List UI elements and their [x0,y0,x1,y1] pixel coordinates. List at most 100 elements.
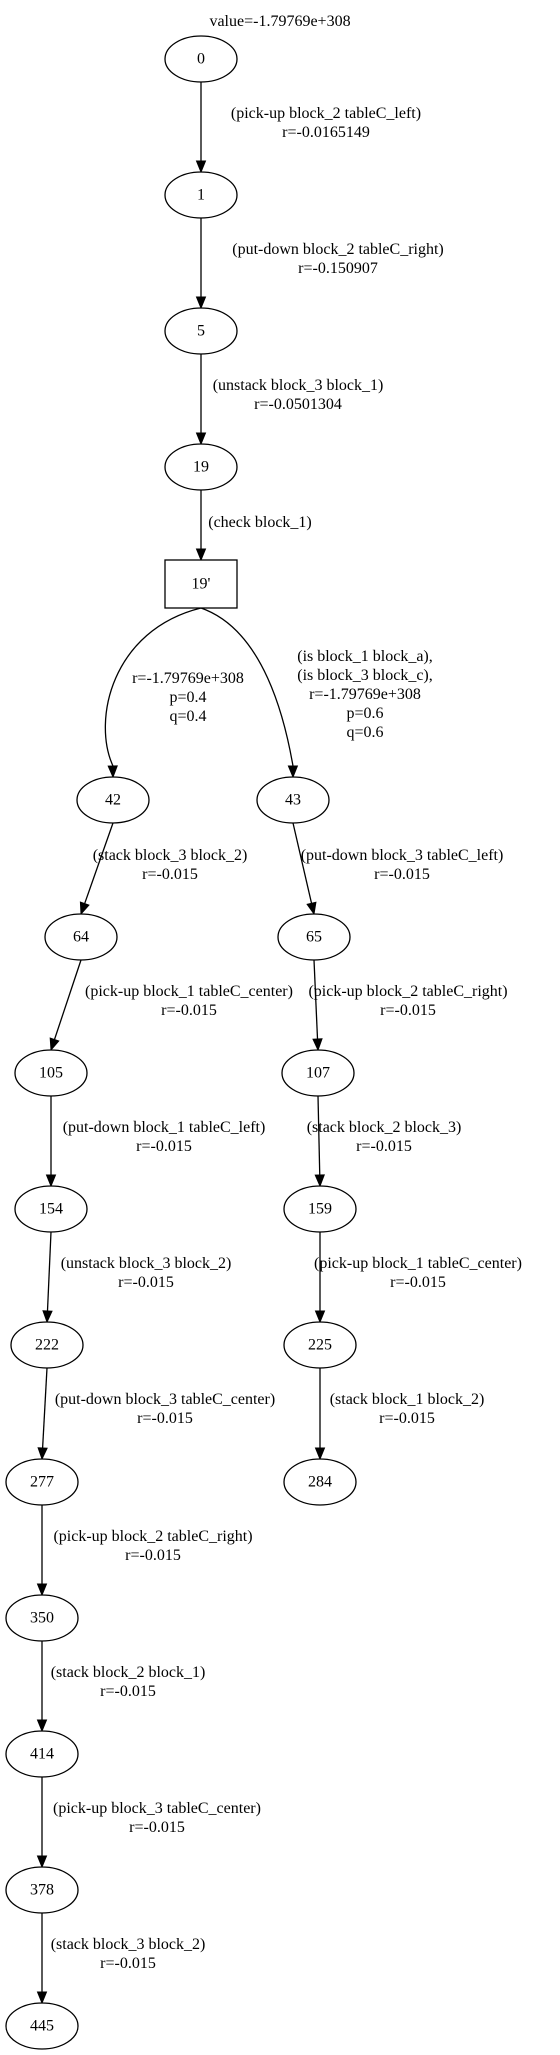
node-label: 105 [39,1065,63,1082]
edge-label-line: r=-0.015 [142,866,198,883]
edge-label-line: (pick-up block_2 tableC_left) [231,105,421,122]
edges-layer: (pick-up block_2 tableC_left) r=-0.016514… [36,82,522,2005]
arrow-head-icon [49,1037,60,1052]
edge-label-line: (pick-up block_1 tableC_center) [85,983,293,1000]
edge-1_5: (put-down block_2 tableC_right)r=-0.1509… [195,218,444,310]
edge-label-line: r=-0.015 [129,1819,185,1836]
edge-414_378: (pick-up block_3 tableC_center) r=-0.015 [36,1777,261,1869]
node-105: 105 [14,1049,88,1097]
node-label: 350 [30,1610,54,1627]
state-node-ellipse [14,1185,88,1233]
edge-line [46,1231,52,1313]
edge-line [104,607,202,767]
node-label: 5 [197,323,205,340]
edge-label-line: r=-1.79769e+308 [309,686,421,703]
edge-label-line: r=-0.0165149 [282,124,370,141]
edge-label-line: (stack block_3 block_2) [51,1936,206,1953]
arrow-head-icon [36,1583,48,1597]
edge-label-line: (put-down block_3 tableC_center) [55,1391,275,1408]
state-node-ellipse [5,1730,79,1778]
state-node-ellipse [5,1594,79,1642]
edge-label-line: r=-0.015 [136,1138,192,1155]
edge-label-line: (is block_3 block_c), [297,667,433,684]
node-350: 350 [5,1594,79,1642]
edge-line [200,607,294,767]
edge-64_105: (pick-up block_1 tableC_center)r=-0.015 [49,959,293,1052]
edge-label-line: r=-0.015 [100,1683,156,1700]
state-node-ellipse [5,1458,79,1506]
edge-label-line: q=0.4 [169,708,206,725]
state-node-ellipse [5,2002,79,2050]
arrow-head-icon [312,1038,323,1052]
edge-5_19: (unstack block_3 block_1) r=-0.0501304 [195,354,384,446]
node-label: 65 [306,929,322,946]
edge-154_222: (unstack block_3 block_2)r=-0.015 [42,1231,232,1324]
arrow-head-icon [107,765,118,779]
arrow-head-icon [195,548,207,562]
edge-label-line: r=-0.015 [137,1410,193,1427]
edge-350_414: (stack block_2 block_1) r=-0.015 [36,1641,206,1733]
node-154: 154 [14,1185,88,1233]
arrow-head-icon [306,901,317,916]
edge-line [313,959,319,1041]
state-node-ellipse [5,1866,79,1914]
node-43: 43 [256,776,330,824]
arrow-head-icon [42,1310,53,1324]
arrow-head-icon [36,1855,48,1869]
node-222: 222 [10,1321,84,1369]
edge-line [292,822,313,905]
arrow-head-icon [45,1174,57,1188]
node-label: 414 [30,1746,54,1763]
node-42: 42 [76,776,150,824]
edge-0_1: (pick-up block_2 tableC_left) r=-0.016514… [195,82,421,174]
edge-label-line: (unstack block_3 block_2) [61,1255,232,1272]
arrow-head-icon [195,296,207,310]
arrow-head-icon [36,1719,48,1733]
node-1: 1 [164,171,238,219]
state-node-ellipse [164,35,238,83]
node-414: 414 [5,1730,79,1778]
node-label: 154 [39,1201,63,1218]
node-label: 159 [308,1201,332,1218]
state-node-ellipse [283,1185,357,1233]
node-445: 445 [5,2002,79,2050]
edge-42_64: (stack block_3 block_2)r=-0.015 [79,822,247,916]
node-label: 222 [35,1337,59,1354]
node-107: 107 [281,1049,355,1097]
state-node-ellipse [164,443,238,491]
node-label: 19 [193,459,209,476]
edge-label-line: (pick-up block_2 tableC_right) [53,1528,252,1545]
node-label: 42 [105,792,121,809]
edge-label-line: (pick-up block_3 tableC_center) [53,1800,261,1817]
edge-19p_43: (is block_1 block_a),(is block_3 block_c… [200,607,433,779]
edge-label-line: (put-down block_1 tableC_left) [63,1119,266,1136]
edge-label-line: r=-0.0501304 [254,396,342,413]
edge-277_350: (pick-up block_2 tableC_right)r=-0.015 [36,1505,253,1597]
edge-label-line: (put-down block_2 tableC_right) [232,241,444,258]
edge-label-line: (pick-up block_2 tableC_right) [308,983,507,1000]
state-node-ellipse [277,913,351,961]
arrow-head-icon [314,1447,326,1461]
arrow-head-icon [314,1174,325,1188]
node-0: 0 [164,35,238,83]
arrow-head-icon [37,1447,48,1461]
edge-label-line: (stack block_2 block_1) [51,1664,206,1681]
state-node-ellipse [164,171,238,219]
state-node-ellipse [283,1458,357,1506]
node-label: 0 [197,51,205,68]
edge-line [53,959,82,1041]
edge-225_284: (stack block_1 block_2)r=-0.015 [314,1368,484,1461]
edge-line [317,1095,321,1177]
edge-65_107: (pick-up block_2 tableC_right)r=-0.015 [308,959,508,1052]
chance-node-box [164,559,238,609]
graph-value-label: value=-1.79769e+308 [209,13,350,30]
node-19: 19 [164,443,238,491]
node-225: 225 [283,1321,357,1369]
edge-label-line: p=0.6 [346,705,383,722]
edge-19_19p: (check block_1) [195,490,312,562]
edge-label-line: (unstack block_3 block_1) [213,377,384,394]
edge-label-line: r=-0.015 [390,1274,446,1291]
node-label: 19' [192,576,211,593]
